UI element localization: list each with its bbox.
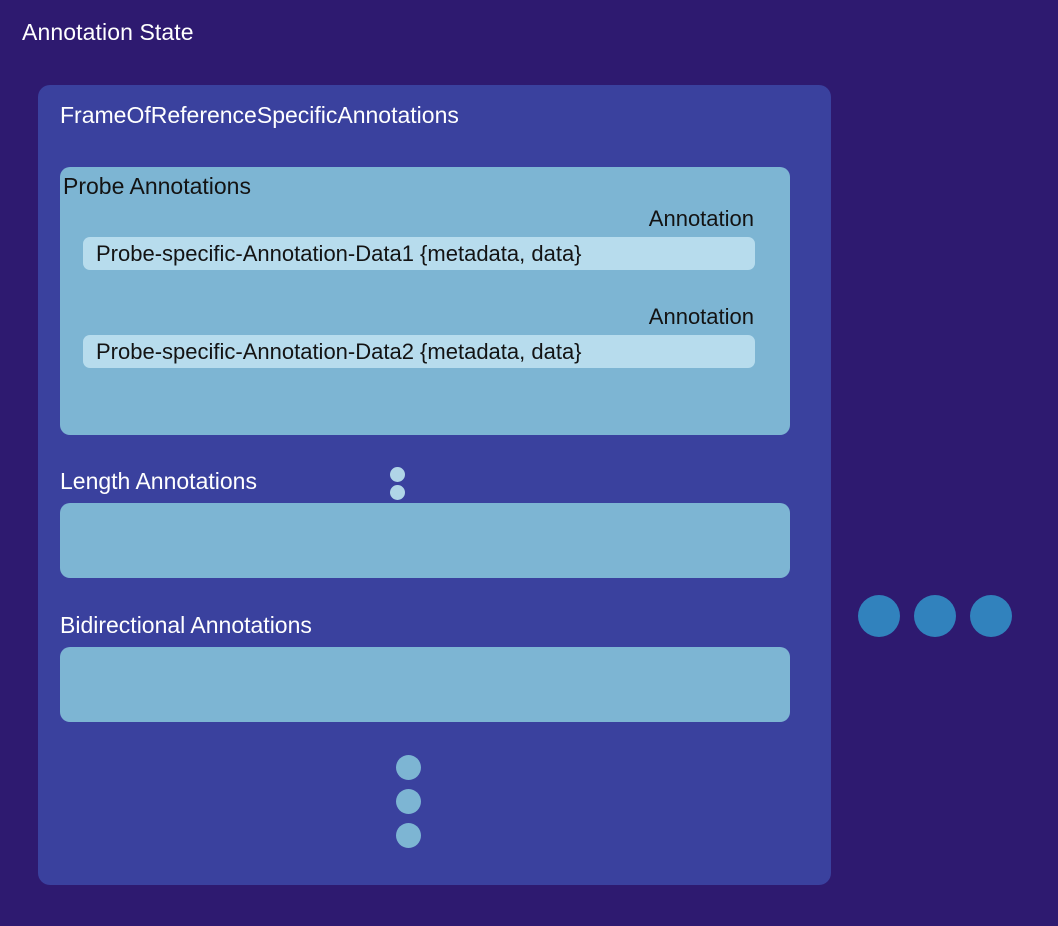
side-continuation-dots-icon (858, 595, 1012, 637)
length-annotations-group: Length Annotations (60, 467, 790, 578)
annotation-data-text: Probe-specific-Annotation-Data2 {metadat… (96, 338, 582, 364)
bidirectional-annotations-title: Bidirectional Annotations (60, 612, 312, 638)
dot-icon (390, 485, 405, 500)
annotation-data-box: Probe-specific-Annotation-Data1 {metadat… (83, 237, 755, 270)
dot-icon (858, 595, 900, 637)
bidirectional-annotations-group: Bidirectional Annotations (60, 611, 790, 722)
probe-continuation-dots-icon (390, 467, 405, 500)
frame-of-reference-panel: FrameOfReferenceSpecificAnnotations Prob… (38, 85, 831, 885)
dot-icon (396, 789, 421, 814)
dot-icon (914, 595, 956, 637)
annotation-label: Annotation (648, 206, 754, 231)
dot-icon (970, 595, 1012, 637)
length-annotations-title: Length Annotations (60, 468, 257, 494)
dot-icon (396, 755, 421, 780)
length-annotations-box (60, 503, 790, 578)
page-title: Annotation State (22, 19, 194, 45)
frame-of-reference-panel-title: FrameOfReferenceSpecificAnnotations (60, 102, 459, 128)
dot-icon (396, 823, 421, 848)
annotation-entry: Annotation Probe-specific-Annotation-Dat… (83, 206, 755, 270)
bidirectional-annotations-box (60, 647, 790, 722)
annotation-data-box: Probe-specific-Annotation-Data2 {metadat… (83, 335, 755, 368)
probe-annotations-group: Probe Annotations Annotation Probe-speci… (60, 167, 790, 500)
dot-icon (390, 467, 405, 482)
annotation-entry: Annotation Probe-specific-Annotation-Dat… (83, 304, 755, 368)
annotation-data-text: Probe-specific-Annotation-Data1 {metadat… (96, 240, 582, 266)
panel-continuation-dots-icon (396, 755, 421, 848)
annotation-label: Annotation (648, 304, 754, 329)
probe-annotations-title: Probe Annotations (63, 173, 251, 199)
